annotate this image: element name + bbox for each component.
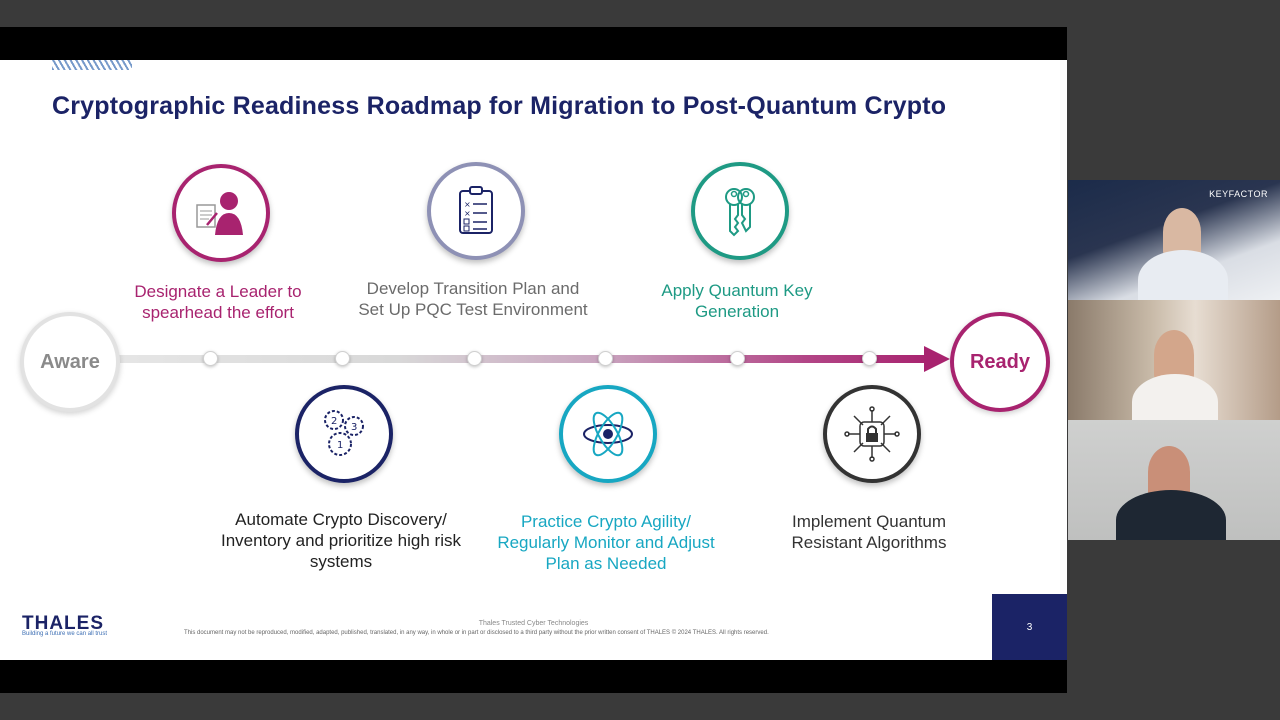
step-discovery-circle: 2 3 1 xyxy=(295,385,393,483)
start-node-aware: Aware xyxy=(20,312,120,412)
step-algorithms-label: Implement Quantum Resistant Algorithms xyxy=(791,512,947,552)
svg-text:3: 3 xyxy=(351,422,357,433)
timeline-arrowhead xyxy=(924,346,950,372)
participant-video-tile-2[interactable] xyxy=(1068,300,1280,420)
participant-video-tile-1[interactable]: KEYFACTOR xyxy=(1068,180,1280,300)
step-algorithms-circle xyxy=(823,385,921,483)
timeline-dot xyxy=(730,351,745,366)
keyfactor-watermark: KEYFACTOR xyxy=(1209,189,1268,199)
presentation-slide: Cryptographic Readiness Roadmap for Migr… xyxy=(0,60,1067,660)
step-plan-circle: × × xyxy=(427,162,525,260)
step-agility-circle xyxy=(559,385,657,483)
step-keys-circle xyxy=(691,162,789,260)
footer-company: Thales Trusted Cyber Technologies xyxy=(478,620,589,627)
participant-shirt xyxy=(1138,250,1228,300)
step-plan-label: Develop Transition Plan and Set Up PQC T… xyxy=(358,279,588,319)
participant-avatar xyxy=(1154,330,1194,380)
step-leader-circle xyxy=(172,164,270,262)
page-number: 3 xyxy=(992,594,1067,660)
letterbox-top xyxy=(0,27,1067,60)
svg-text:×: × xyxy=(464,200,471,209)
footer-legal-notice: This document may not be reproduced, mod… xyxy=(184,630,769,636)
letterbox-bottom xyxy=(0,660,1067,693)
timeline-dot xyxy=(862,351,877,366)
timeline-dot xyxy=(598,351,613,366)
thales-logo: THALES xyxy=(22,613,104,634)
lock-circuit-icon xyxy=(844,406,900,462)
participant-avatar xyxy=(1148,446,1190,498)
keys-icon xyxy=(725,188,755,237)
thales-tagline: Building a future we can all trust xyxy=(22,631,108,637)
svg-text:2: 2 xyxy=(331,416,337,427)
step-discovery-label: Automate Crypto Discovery/ Inventory and… xyxy=(220,510,461,571)
slide-title: Cryptographic Readiness Roadmap for Migr… xyxy=(52,92,947,120)
checklist-icon: × × xyxy=(459,186,493,234)
timeline-dot xyxy=(335,351,350,366)
participant-avatar xyxy=(1163,208,1201,256)
svg-text:1: 1 xyxy=(337,440,343,451)
timeline-dot xyxy=(467,351,482,366)
step-agility-label: Practice Crypto Agility/ Regularly Monit… xyxy=(497,512,715,573)
step-leader-label: Designate a Leader to spearhead the effo… xyxy=(134,282,302,322)
timeline-dot xyxy=(203,351,218,366)
timeline-track xyxy=(110,355,930,363)
participant-shirt xyxy=(1132,374,1218,420)
decorative-hatch xyxy=(52,60,132,70)
step-keys-label: Apply Quantum Key Generation xyxy=(661,281,813,321)
participant-video-tile-3[interactable] xyxy=(1068,420,1280,540)
end-node-ready: Ready xyxy=(950,312,1050,412)
participant-shirt xyxy=(1116,490,1226,540)
atom-icon xyxy=(583,411,633,457)
svg-text:×: × xyxy=(464,209,471,218)
gears-icon: 2 3 1 xyxy=(324,410,364,456)
leader-icon xyxy=(196,192,243,235)
